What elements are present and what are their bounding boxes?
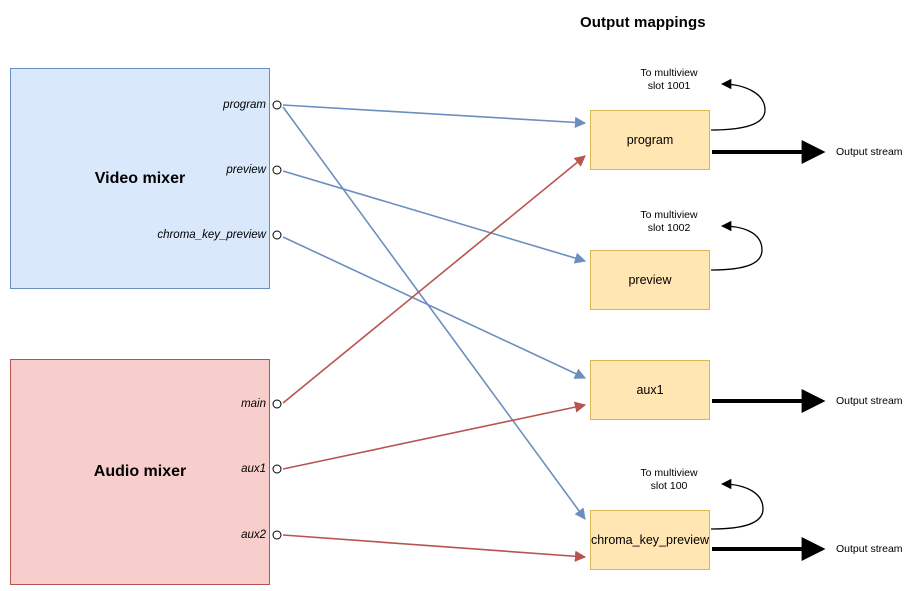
multiview-note-program-line1: To multiview [640,66,698,79]
port-video-preview[interactable] [272,165,282,175]
port-label-audio-aux1: aux1 [241,463,266,475]
audio-mixer-title: Audio mixer [93,463,187,480]
audio-mixer-panel[interactable]: Audio mixer [10,359,270,585]
port-label-video-chroma-key-preview: chroma_key_preview [157,229,266,241]
stream-label-program: Output stream [836,146,903,158]
multiview-note-preview-line2: slot 1002 [647,222,691,234]
multiview-note-chroma-line2: slot 100 [650,480,688,492]
port-video-chroma-key-preview[interactable] [272,230,282,240]
output-box-program-label: program [626,133,674,147]
multiview-note-program: To multiview slot 1001 [640,67,697,93]
video-mixer-title: Video mixer [94,169,186,187]
multiview-note-chroma-key-preview: To multiview slot 100 [640,467,697,493]
wire-video-program-to-chroma [282,106,586,520]
multiview-loop-preview [710,220,763,271]
multiview-loop-chroma [710,478,764,530]
multiview-loop-program [710,78,766,131]
wire-audio-aux2-to-chroma [282,534,587,562]
wire-video-program-to-program [282,104,587,128]
multiview-note-preview: To multiview slot 1002 [640,209,697,235]
output-box-aux1[interactable]: aux1 [590,360,710,420]
output-box-chroma-key-preview-label: chroma_key_preview [590,533,710,547]
multiview-note-preview-line1: To multiview [640,208,698,221]
stream-label-chroma-key-preview: Output stream [836,543,903,555]
port-label-audio-main: main [241,398,266,410]
port-label-video-preview: preview [226,164,266,176]
stream-label-aux1: Output stream [836,395,903,407]
multiview-note-program-line2: slot 1001 [647,80,691,92]
wire-audio-aux1-to-aux1 [282,401,587,470]
video-mixer-panel[interactable]: Video mixer [10,68,270,289]
multiview-note-chroma-line1: To multiview [640,466,698,479]
output-box-preview-label: preview [628,273,672,287]
port-audio-aux2[interactable] [272,530,282,540]
port-label-video-program: program [223,99,266,111]
port-video-program[interactable] [272,100,282,110]
port-audio-main[interactable] [272,399,282,409]
output-box-preview[interactable]: preview [590,250,710,310]
wire-audio-main-to-program [282,155,586,404]
port-label-audio-aux2: aux2 [241,529,266,541]
output-box-aux1-label: aux1 [636,383,664,397]
output-box-program[interactable]: program [590,110,710,170]
wire-video-preview-to-preview [282,170,587,264]
page-title: Output mappings [580,14,706,31]
port-audio-aux1[interactable] [272,464,282,474]
output-box-chroma-key-preview[interactable]: chroma_key_preview [590,510,710,570]
wire-video-chroma-to-aux1 [282,236,587,379]
